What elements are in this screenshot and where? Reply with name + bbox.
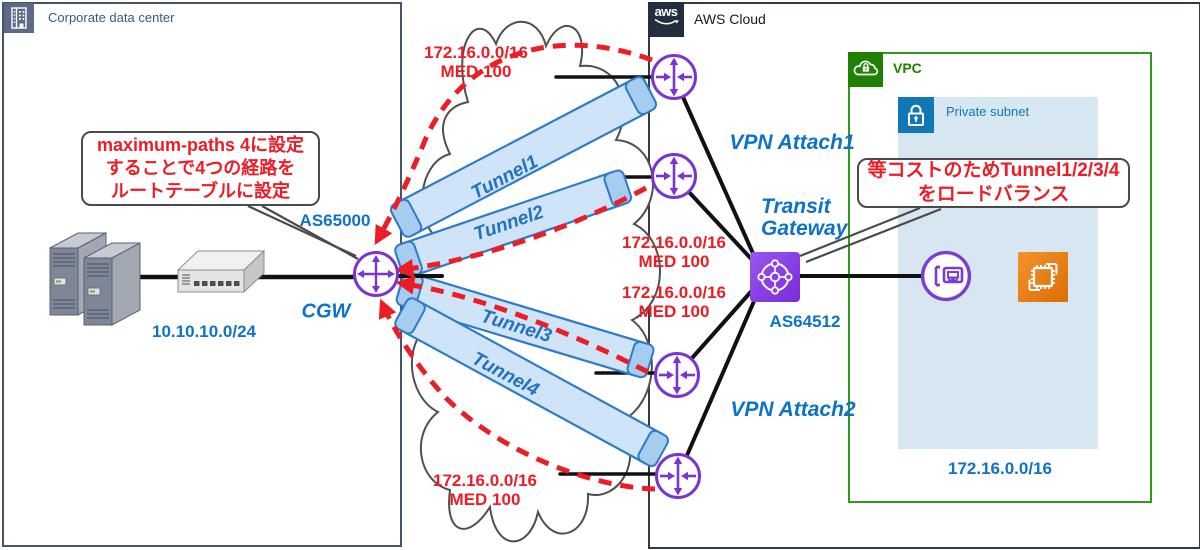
vpc-icon: [848, 52, 883, 92]
bgp-ad-middle-upper: 172.16.0.0/16 MED 100: [622, 233, 726, 271]
tunnel4-label: Tunnel4: [468, 348, 543, 401]
load-balance-callout-line1: 等コストのためTunnel1/2/3/4: [867, 160, 1120, 181]
cgw-router-icon: [352, 250, 400, 303]
bgp-ad-bottom: 172.16.0.0/16 MED 100: [433, 471, 537, 509]
bgp-ad-mu-cidr: 172.16.0.0/16: [622, 233, 726, 252]
bgp-ad-bottom-med: MED 100: [449, 490, 521, 509]
building-icon: [4, 3, 34, 38]
vpn-router4-icon: [654, 452, 702, 505]
tunnel2-label: Tunnel2: [471, 201, 547, 246]
vpn-router1-icon: [650, 53, 698, 106]
ec2-instance-icon: [1018, 252, 1068, 307]
vpc-title: VPC: [893, 60, 922, 76]
bgp-ad-top-med: MED 100: [440, 62, 512, 81]
aws-cloud-title: AWS Cloud: [694, 11, 766, 27]
bgp-ad-middle-lower: 172.16.0.0/16 MED 100: [622, 283, 726, 321]
tunnel3-label: Tunnel3: [478, 305, 554, 348]
load-balance-callout: 等コストのためTunnel1/2/3/4 をロードバランス: [857, 158, 1130, 208]
transit-gateway-label-line1: Transit: [761, 195, 831, 218]
vpn-router3-icon: [653, 351, 701, 404]
transit-gateway-label: Transit Gateway: [761, 196, 847, 240]
bgp-ad-ml-med: MED 100: [638, 302, 710, 321]
maximum-paths-callout-line3: ルートテーブルに設定: [111, 181, 290, 201]
bgp-ad-ml-cidr: 172.16.0.0/16: [622, 283, 726, 302]
vpn-attach2-label: VPN Attach2: [730, 398, 856, 421]
vpn-tunnels: [389, 76, 670, 467]
internet-cloud: [411, 20, 661, 543]
private-subnet-lock-icon: [898, 97, 934, 138]
maximum-paths-callout: maximum-paths 4に設定 することで4つの経路を ルートテーブルに設…: [81, 131, 320, 206]
maximum-paths-callout-line1: maximum-paths 4に設定: [96, 135, 305, 155]
bgp-route-arrows: [374, 42, 656, 492]
bgp-ad-bottom-cidr: 172.16.0.0/16: [433, 471, 537, 490]
tgw-asn-label: AS64512: [769, 312, 841, 331]
transit-gateway-label-line2: Gateway: [761, 217, 848, 240]
vpc-cidr-label: 172.16.0.0/16: [948, 459, 1052, 478]
private-subnet-title: Private subnet: [946, 104, 1030, 119]
load-balance-callout-line2: をロードバランス: [917, 184, 1070, 205]
cgw-asn-label: AS65000: [299, 211, 371, 230]
aws-logo-icon: aws: [648, 2, 684, 37]
server-stack-icon: [40, 222, 190, 342]
bgp-ad-top-cidr: 172.16.0.0/16: [424, 43, 528, 62]
maximum-paths-callout-line2: することで4つの経路を: [105, 158, 296, 178]
bgp-ad-top: 172.16.0.0/16 MED 100: [424, 43, 528, 81]
transit-gateway-icon: [750, 252, 800, 307]
tunnel1-label: Tunnel1: [467, 151, 542, 204]
bgp-ad-mu-med: MED 100: [638, 252, 710, 271]
vpn-attach1-label: VPN Attach1: [729, 131, 855, 154]
cgw-label: CGW: [301, 300, 351, 323]
vpn-router2-icon: [650, 152, 698, 205]
network-switch-icon: [170, 243, 270, 306]
aws-logo-text: aws: [654, 4, 678, 19]
elastic-network-interface-icon: [920, 250, 972, 307]
corporate-title: Corporate data center: [48, 10, 175, 25]
lan-cidr-label: 10.10.10.0/24: [152, 322, 256, 341]
